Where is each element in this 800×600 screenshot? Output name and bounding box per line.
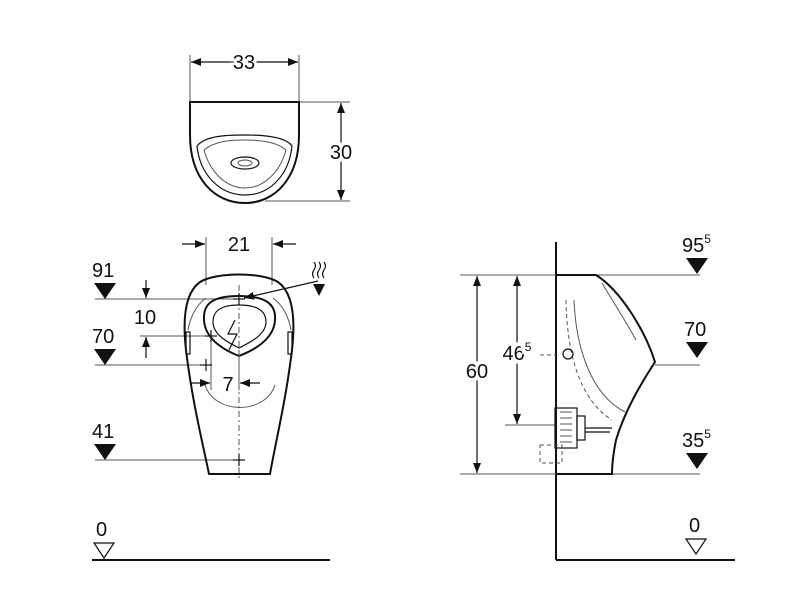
front-level-mid-marker xyxy=(94,349,116,365)
side-height-dimension: 60 xyxy=(466,361,488,383)
top-width-dimension: 33 xyxy=(233,52,255,74)
side-level-mid-marker xyxy=(686,342,708,358)
front-view-body-outline xyxy=(183,273,295,475)
side-view: 60 465 955 70 355 xyxy=(460,232,735,561)
front-level-outlet-label: 41 xyxy=(92,421,114,443)
front-level-top-label: 91 xyxy=(92,260,114,282)
side-inlet-fitting xyxy=(562,348,574,360)
water-supply-icon xyxy=(311,261,327,296)
front-level-mid-label: 70 xyxy=(92,326,114,348)
side-view-body-outline xyxy=(556,274,657,475)
front-level-outlet-marker xyxy=(94,444,116,460)
side-level-bottom-label: 355 xyxy=(682,427,711,452)
front-view: 21 91 70 41 10 7 xyxy=(92,234,330,561)
top-depth-dimension: 30 xyxy=(330,142,352,164)
side-outlet-fitting xyxy=(539,407,612,464)
front-width-dimension: 21 xyxy=(228,234,250,256)
side-level-top-marker xyxy=(686,258,708,274)
top-view-bowl-outline xyxy=(189,101,300,205)
front-level-floor-label: 0 xyxy=(96,519,107,541)
front-offset-dimension: 10 xyxy=(134,307,156,329)
side-level-bottom-marker xyxy=(686,453,708,469)
front-level-floor-marker xyxy=(92,542,116,560)
lightning-icon xyxy=(227,319,238,351)
front-level-top-marker xyxy=(94,283,116,299)
front-spacing-dimension: 7 xyxy=(222,374,233,396)
side-inlet-dimension: 465 xyxy=(503,340,532,365)
top-view: 33 30 xyxy=(189,49,356,205)
side-level-floor-label: 0 xyxy=(689,515,700,537)
top-view-drain xyxy=(230,156,260,170)
side-level-floor-marker xyxy=(684,538,708,556)
side-level-mid-label: 70 xyxy=(684,319,706,341)
side-level-top-label: 955 xyxy=(682,232,711,257)
